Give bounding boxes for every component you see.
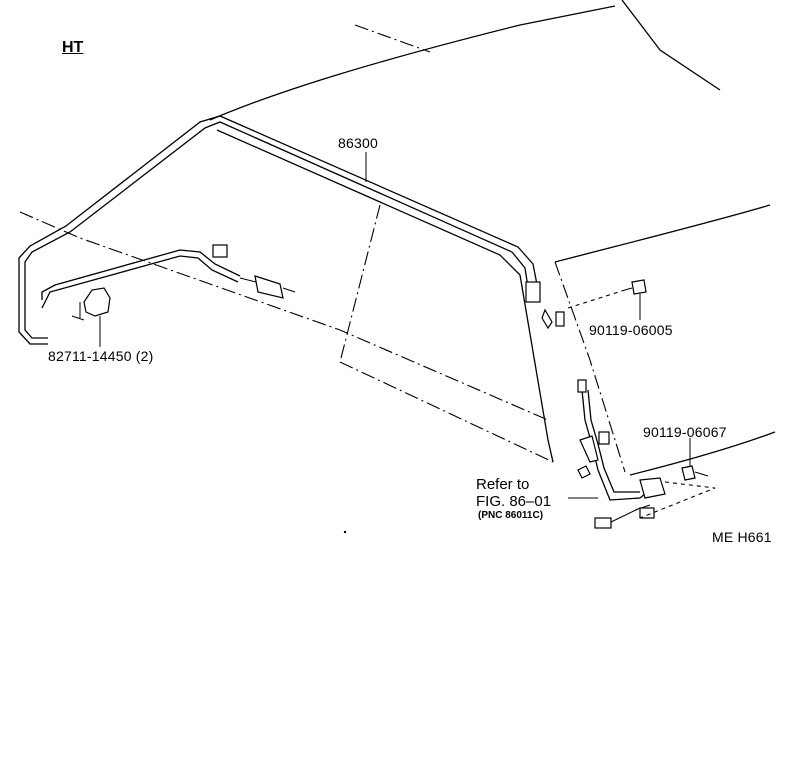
variant-label: HT <box>62 39 84 56</box>
cable-branch-left <box>41 249 241 300</box>
harness-joint <box>579 435 599 463</box>
screw-upper-part-number: 90119-06005 <box>589 322 673 338</box>
antenna-cable-part-number: 86300 <box>338 135 378 151</box>
roof-side-dashed <box>19 211 549 421</box>
clamp-part-number: 82711-14450 (2) <box>48 348 154 364</box>
connector-tip <box>239 277 296 293</box>
upper-bracket-clip <box>541 308 553 330</box>
roof-outline <box>209 5 616 121</box>
refer-text-line3: (PNC 86011C) <box>478 510 544 521</box>
drawing-code: ME H661 <box>712 529 772 545</box>
lower-connector-2 <box>639 507 655 519</box>
screw-upper-icon <box>631 279 647 295</box>
screw-lower-shaft <box>694 471 709 477</box>
window-outline <box>216 129 554 463</box>
lower-connector <box>594 517 612 529</box>
connector-plug <box>254 275 284 299</box>
lower-harness <box>581 389 651 501</box>
antenna-cable-inner <box>18 115 541 345</box>
roof-rear-edge <box>621 0 721 91</box>
lower-harness-inner <box>587 389 640 493</box>
stray-dot <box>343 530 347 534</box>
screw-lower-part-number: 90119-06067 <box>643 424 727 440</box>
harness-top-connector <box>577 379 587 393</box>
pillar-dashed <box>554 261 626 473</box>
refer-text-line1: Refer to <box>476 476 530 493</box>
upper-grommet <box>555 311 565 327</box>
window-divider-dashed <box>339 204 381 363</box>
screw-lower-icon <box>681 465 696 481</box>
lower-right-edge <box>629 431 776 476</box>
harness-mid-clip <box>598 431 610 445</box>
screw-upper-shaft <box>624 287 633 291</box>
cable-connector-box <box>212 244 228 258</box>
upper-bracket <box>525 281 541 303</box>
lower-bracket <box>639 477 666 499</box>
antenna-cable-outer <box>24 121 531 339</box>
clamp-part <box>83 287 111 317</box>
clamp-leg <box>71 302 85 321</box>
window-bottom-dashed <box>339 361 554 463</box>
cable-branch-left-inner <box>41 255 239 309</box>
screw-lower-dotted <box>639 481 716 519</box>
refer-text-line2: FIG. 86–01 <box>476 493 552 510</box>
screw-upper-dotted <box>567 289 626 309</box>
grommet-lower <box>577 465 591 479</box>
roof-rear-right <box>554 204 771 263</box>
roof-top-edge-dashed <box>354 24 431 53</box>
